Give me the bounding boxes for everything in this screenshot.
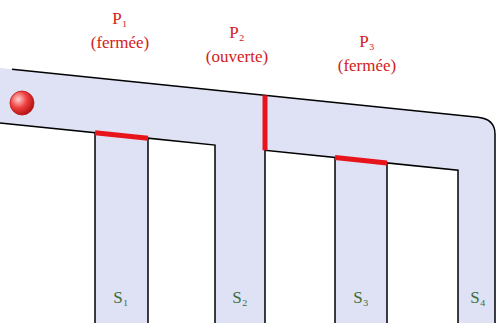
ball	[10, 91, 34, 115]
gate-closed	[95, 133, 148, 138]
gate-closed	[335, 158, 387, 163]
gate-name: P₃	[359, 33, 374, 52]
gates	[95, 95, 387, 163]
slot-name: S₁	[113, 289, 128, 308]
gate-open	[263, 95, 268, 150]
slot-wall	[0, 123, 95, 323]
slot-wall	[148, 138, 215, 323]
channel-fill	[0, 68, 495, 323]
slot-wall	[265, 150, 335, 323]
channel-walls	[0, 69, 495, 323]
gate-state: (ouverte)	[206, 48, 268, 67]
top-wall	[12, 69, 495, 323]
slot-wall	[387, 163, 458, 323]
gate-state: (fermée)	[91, 34, 150, 53]
gate-state: (fermée)	[338, 57, 397, 76]
slot-name: S₂	[232, 289, 247, 308]
gate-name: P₂	[229, 24, 244, 43]
gate-name: P₁	[112, 10, 127, 29]
slot-name: S₃	[353, 289, 368, 308]
slot-name: S₄	[470, 289, 485, 308]
